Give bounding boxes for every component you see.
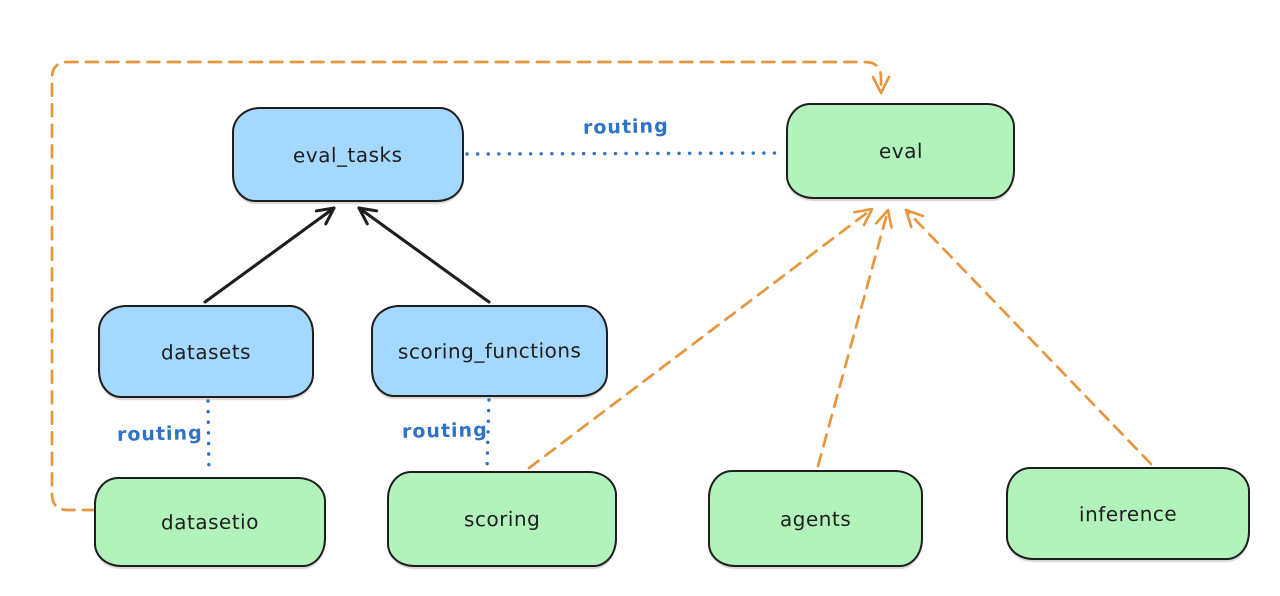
node-scoring-label: scoring — [463, 506, 541, 532]
edge-label-routing-eval-tasks-eval: routing — [582, 115, 669, 139]
edge-label-routing-scoring-functions-scoring: routing — [401, 419, 488, 443]
node-inference-label: inference — [1078, 501, 1178, 526]
node-agents-label: agents — [779, 506, 852, 531]
node-scoring-functions: scoring_functions — [371, 305, 608, 397]
node-datasets: datasets — [98, 305, 314, 398]
node-agents: agents — [708, 470, 923, 567]
edge-scoring_functions-to-eval_tasks — [357, 206, 491, 304]
node-datasetio: datasetio — [94, 477, 326, 567]
node-eval-tasks-label: eval_tasks — [293, 142, 403, 167]
node-scoring: scoring — [387, 471, 617, 567]
node-eval-label: eval — [878, 138, 923, 164]
node-datasetio-label: datasetio — [160, 509, 260, 535]
edge-inference-to-eval — [904, 208, 1153, 466]
edge-datasets-to-datasetio-routing — [206, 399, 211, 475]
node-eval-tasks: eval_tasks — [232, 107, 464, 202]
node-datasets-label: datasets — [160, 339, 252, 364]
node-inference: inference — [1006, 467, 1250, 560]
node-eval: eval — [786, 103, 1015, 199]
edge-scoring-to-eval — [527, 207, 874, 470]
edge-agents-to-eval — [816, 208, 893, 468]
edge-datasetio-to-eval — [50, 60, 891, 512]
edge-label-routing-datasets-datasetio: routing — [116, 422, 203, 446]
edge-eval_tasks-to-eval-routing — [465, 151, 785, 156]
edge-scoring_functions-to-scoring-routing — [485, 398, 491, 470]
edge-datasets-to-eval_tasks — [203, 206, 336, 304]
node-scoring-functions-label: scoring_functions — [397, 338, 582, 364]
